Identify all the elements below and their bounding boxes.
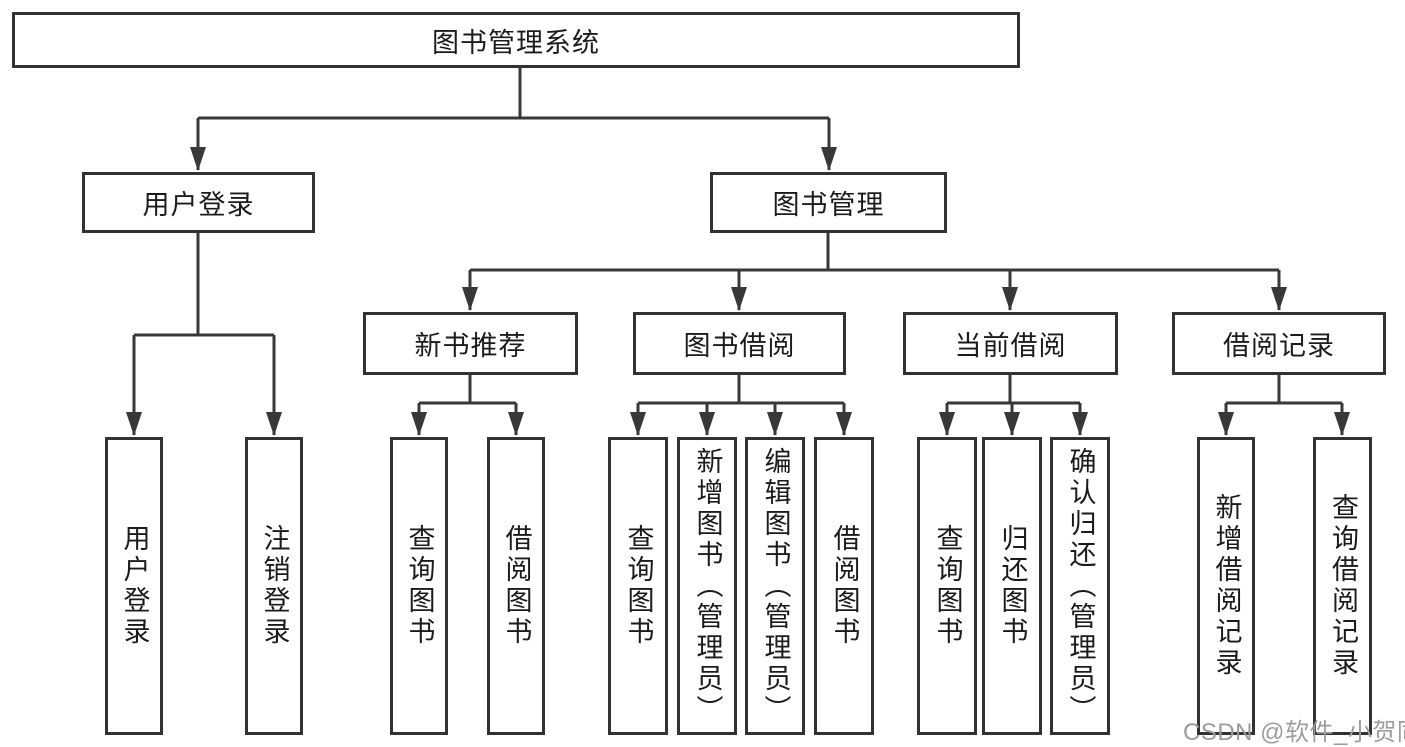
leaf-label: 借阅图书 [501, 524, 532, 648]
leaf-label: 查询图书 [404, 524, 435, 648]
csdn-watermark: CSDN @软件_小贺同学 [1183, 719, 1405, 746]
leaf-edit-books-admin: 编辑图书（管理员） [745, 437, 805, 735]
node-new-book-recommend: 新书推荐 [363, 312, 578, 375]
leaf-user-login: 用户登录 [105, 437, 163, 735]
leaf-label: 用户登录 [119, 524, 150, 648]
leaf-query-books-2: 查询图书 [608, 437, 668, 735]
node-root-system: 图书管理系统 [12, 12, 1020, 68]
leaf-query-books-1: 查询图书 [390, 437, 448, 735]
node-current-borrowing: 当前借阅 [903, 312, 1118, 375]
leaf-label: 查询图书 [623, 524, 654, 648]
node-book-borrowing: 图书借阅 [633, 312, 846, 375]
leaf-label: 新增图书（管理员） [692, 446, 723, 726]
node-borrowing-records: 借阅记录 [1172, 312, 1386, 375]
node-book-management-branch: 图书管理 [710, 172, 947, 233]
leaf-confirm-return-admin: 确认归还（管理员） [1050, 437, 1110, 735]
leaf-label: 编辑图书（管理员） [760, 446, 791, 726]
leaf-label: 查询借阅记录 [1328, 493, 1358, 679]
leaf-add-books-admin: 新增图书（管理员） [677, 437, 737, 735]
node-user-login-branch: 用户登录 [82, 172, 315, 233]
leaf-label: 查询图书 [932, 524, 963, 648]
leaf-query-borrow-record: 查询借阅记录 [1313, 437, 1372, 735]
leaf-add-borrow-record: 新增借阅记录 [1197, 437, 1255, 735]
leaf-label: 借阅图书 [829, 524, 860, 648]
leaf-logout: 注销登录 [245, 437, 303, 735]
leaf-return-books: 归还图书 [982, 437, 1042, 735]
leaf-borrow-books-2: 借阅图书 [814, 437, 874, 735]
leaf-label: 确认归还（管理员） [1065, 446, 1096, 726]
leaf-label: 注销登录 [259, 524, 290, 648]
leaf-label: 新增借阅记录 [1211, 493, 1242, 679]
leaf-label: 归还图书 [997, 524, 1028, 648]
leaf-borrow-books-1: 借阅图书 [487, 437, 545, 735]
leaf-query-books-3: 查询图书 [917, 437, 977, 735]
